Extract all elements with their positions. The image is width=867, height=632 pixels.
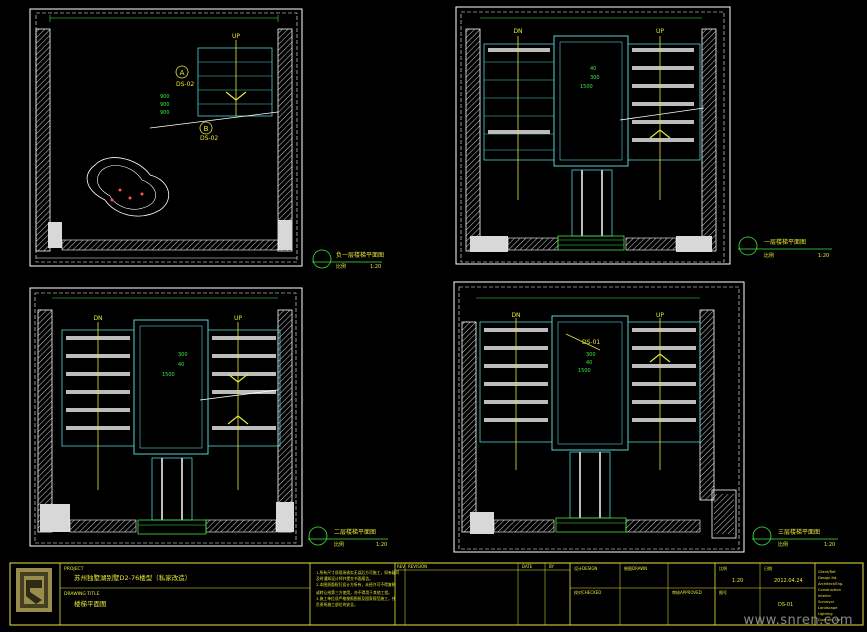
up-label: UP: [656, 28, 664, 35]
note-line: 及时通知设计师并提交书面报告。: [316, 576, 373, 581]
tag-ds02-a: DS-02: [176, 81, 194, 88]
dim-label: 900: [160, 110, 170, 116]
up-label: UP: [656, 312, 664, 319]
svg-text:Quantity Sur: Quantity Sur: [818, 618, 841, 622]
svg-text:Design ltd.: Design ltd.: [818, 576, 837, 580]
field-label: 审核APPROVED: [672, 589, 702, 595]
svg-text:三层楼梯平面图: 三层楼梯平面图: [778, 528, 820, 536]
dim-label: 40: [178, 362, 184, 368]
plan-top-left: A B DS-02 DS-02 UP 900 900 900 负一层楼梯平面图 …: [29, 8, 384, 270]
title-block: PROJECT 苏州独墅湖别墅D2-76楼型（私家改造） DRAWING TIT…: [9, 562, 864, 626]
svg-text:Interior: Interior: [818, 594, 832, 598]
plan-title: 负一层楼梯平面图 比例 1:20: [312, 249, 384, 270]
up-label: UP: [232, 33, 240, 40]
dim-label: 900: [160, 94, 170, 100]
rev-col-header: REV: [397, 564, 405, 569]
scale-label: 比例: [719, 565, 727, 571]
drawing-name: 楼梯平面图: [74, 599, 107, 608]
section-tag-ds01: DS-01: [565, 333, 600, 351]
plan-title: 三层楼梯平面图 比例 1:20: [752, 526, 838, 548]
rev-col-header: REVISION: [408, 564, 427, 569]
svg-text:负一层楼梯平面图: 负一层楼梯平面图: [336, 251, 384, 259]
svg-text:1:20: 1:20: [370, 264, 381, 270]
svg-text:Architect/Eng.: Architect/Eng.: [818, 582, 843, 586]
sheet-value: DS-01: [778, 602, 793, 608]
svg-text:一层楼梯平面图: 一层楼梯平面图: [764, 238, 806, 246]
rev-col-header: DATE: [522, 564, 533, 569]
svg-text:Lighting: Lighting: [818, 612, 833, 616]
svg-text:Landscape: Landscape: [818, 606, 838, 610]
svg-text:B: B: [204, 125, 209, 133]
field-label: 制图DRAWN: [624, 565, 647, 571]
dn-label: DN: [93, 315, 102, 322]
dim-label: 40: [586, 360, 592, 366]
plan-title: 一层楼梯平面图 比例 1:20: [738, 236, 832, 259]
up-label: UP: [234, 315, 242, 322]
svg-text:1:20: 1:20: [818, 253, 829, 259]
svg-text:Surveyor: Surveyor: [818, 600, 835, 604]
svg-text:A: A: [180, 69, 185, 77]
dim-label: 900: [160, 102, 170, 108]
tag-ds02-b: DS-02: [200, 135, 218, 142]
svg-text:DS-01: DS-01: [582, 339, 600, 346]
drawing-label: DRAWING TITLE: [64, 591, 100, 597]
dn-label: DN: [513, 28, 522, 35]
note-line: 2.本图纸版权归设计方所有，未经许可不得复制: [316, 582, 396, 587]
svg-text:1:20: 1:20: [376, 542, 387, 548]
dim-label: 1500: [162, 372, 175, 378]
dim-label: 300: [590, 75, 600, 81]
rev-col-header: BY: [549, 564, 555, 569]
svg-text:Construction: Construction: [818, 588, 841, 592]
dim-label: 40: [590, 66, 596, 72]
dim-label: 1500: [580, 84, 593, 90]
plan-bottom-left: DN UP 300 40 1500 二层楼梯平面图 比例 1:20: [29, 287, 388, 548]
note-line: 3.施工单位须严格按照图纸及国家规范施工，并: [316, 596, 396, 601]
plan-bottom-right: DS-01 DN UP 300 40 1500 三层楼梯平面图 比例 1:20: [453, 281, 838, 553]
note-line: 负责所施工部位的安全。: [316, 602, 358, 607]
scale-value: 1:20: [732, 578, 743, 584]
note-line: 或转让给第三方使用，亦不得用于其他工程。: [316, 590, 392, 595]
svg-text:1:20: 1:20: [824, 542, 835, 548]
svg-text:比例: 比例: [764, 252, 774, 259]
dn-label: DN: [511, 312, 520, 319]
dim-label: 300: [178, 352, 188, 358]
dim-label: 300: [586, 352, 596, 358]
sheet-label: 图号: [719, 589, 727, 595]
project-name: 苏州独墅湖别墅D2-76楼型（私家改造）: [74, 573, 191, 582]
svg-text:比例: 比例: [336, 263, 346, 270]
dim-label: 1500: [578, 368, 591, 374]
note-line: 1.所有尺寸须现场核实无误后方可施工，如有疑问: [316, 570, 400, 575]
plan-top-right: DN UP 40 300 1500 一层楼梯平面图 比例 1:20: [455, 6, 832, 265]
svg-text:二层楼梯平面图: 二层楼梯平面图: [334, 528, 376, 536]
right-info-list: Client/Ref. Design ltd. Architect/Eng. C…: [818, 570, 843, 622]
project-label: PROJECT: [64, 566, 84, 572]
svg-text:比例: 比例: [334, 541, 344, 548]
field-label: 设计DESIGN: [574, 565, 597, 571]
svg-text:比例: 比例: [778, 541, 788, 548]
watermark: www.snren.com: [743, 613, 853, 628]
company-logo: [16, 568, 52, 612]
svg-text:Client/Ref.: Client/Ref.: [818, 570, 836, 574]
plan-title: 二层楼梯平面图 比例 1:20: [308, 526, 388, 548]
date-value: 2012.04.24: [774, 578, 803, 584]
field-label: 校对CHECKED: [574, 589, 601, 595]
section-tag-a: A: [175, 65, 189, 79]
date-label: 日期: [764, 565, 772, 571]
section-tag-b: B: [199, 121, 213, 135]
